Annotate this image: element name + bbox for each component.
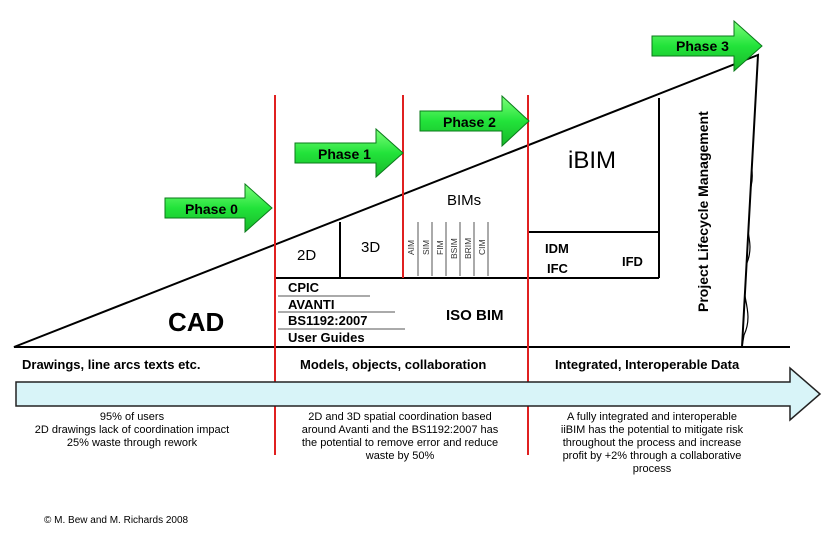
ifc-label: IFC [547, 261, 569, 276]
maturity-triangle [13, 53, 760, 348]
phase-1-label: Phase 1 [318, 146, 371, 162]
bim-type-cim: CIM [477, 239, 487, 255]
ifd-label: IFD [622, 254, 643, 269]
note-mid-line: waste by 50% [365, 450, 435, 462]
note-right-line: throughout the process and increase [563, 437, 742, 449]
standard-avanti: AVANTI [288, 297, 334, 312]
phase-2-arrow[interactable]: Phase 2 [419, 94, 530, 148]
phase-3-label: Phase 3 [676, 38, 729, 54]
bims-label: BIMs [447, 192, 481, 209]
bim-type-bsim: BSIM [449, 238, 459, 259]
phase-1-arrow[interactable]: Phase 1 [294, 127, 404, 179]
bim-type-sim: SIM [421, 240, 431, 255]
bim-type-brim: BRIM [463, 238, 473, 259]
band-right-label: Integrated, Interoperable Data [555, 357, 740, 372]
phase-2-label: Phase 2 [443, 114, 496, 130]
standard-cpic: CPIC [288, 280, 320, 295]
note-mid-line: around Avanti and the BS1192:2007 has [302, 424, 499, 436]
note-right-line: A fully integrated and interoperable [567, 411, 737, 423]
phase-0-label: Phase 0 [185, 201, 238, 217]
notes-left: 95% of users 2D drawings lack of coordin… [35, 411, 229, 449]
standard-bs1192: BS1192:2007 [288, 313, 368, 328]
note-mid-line: the potential to remove error and reduce [302, 437, 498, 449]
3d-label: 3D [361, 239, 380, 256]
copyright: © M. Bew and M. Richards 2008 [44, 515, 189, 526]
iso-bim-label: ISO BIM [446, 307, 504, 324]
idm-label: IDM [545, 241, 569, 256]
phase-3-arrow[interactable]: Phase 3 [651, 19, 763, 73]
note-right-line: process [633, 463, 672, 475]
cad-label: CAD [168, 307, 224, 337]
bim-type-fim: FIM [435, 240, 445, 255]
notes-mid: 2D and 3D spatial coordination based aro… [302, 411, 499, 462]
standards-list: CPIC AVANTI BS1192:2007 User Guides [288, 280, 368, 345]
note-right-line: profit by +2% through a collaborative [563, 450, 742, 462]
note-left-line: 2D drawings lack of coordination impact [35, 424, 229, 436]
note-left-line: 25% waste through rework [67, 437, 198, 449]
phase-0-arrow[interactable]: Phase 0 [164, 182, 273, 234]
plm-label: Project Lifecycle Management [695, 111, 711, 312]
timeline-arrow [15, 366, 822, 422]
bim-type-labels: AIM SIM FIM BSIM BRIM CIM [406, 238, 487, 259]
maturity-boxes [275, 98, 660, 279]
band-left-label: Drawings, line arcs texts etc. [22, 357, 200, 372]
bim-type-aim: AIM [406, 240, 416, 255]
bim-type-dividers [417, 222, 489, 276]
note-right-line: iiBIM has the potential to mitigate risk [561, 424, 744, 436]
notes-right: A fully integrated and interoperable iiB… [561, 411, 744, 475]
standard-user-guides: User Guides [288, 330, 365, 345]
note-mid-line: 2D and 3D spatial coordination based [308, 411, 491, 423]
band-mid-label: Models, objects, collaboration [300, 357, 486, 372]
ibim-label: iBIM [568, 147, 616, 174]
2d-label: 2D [297, 247, 316, 264]
note-left-line: 95% of users [100, 411, 165, 423]
standards-lines [278, 295, 405, 330]
